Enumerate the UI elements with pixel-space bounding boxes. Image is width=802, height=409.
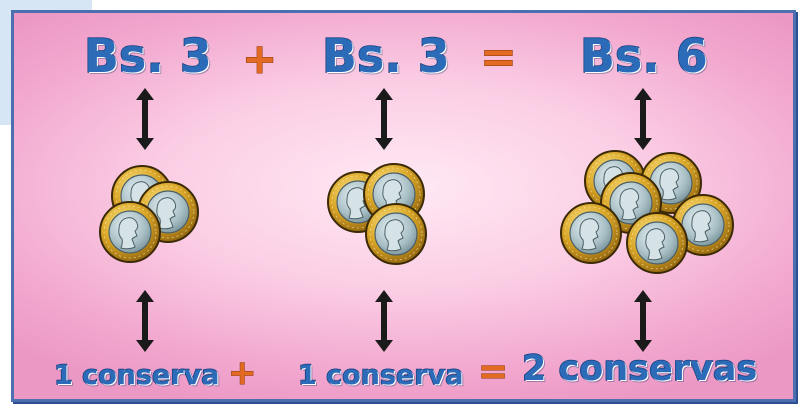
- lower-left-double-arrow: [135, 290, 155, 352]
- coin: [561, 203, 621, 263]
- upper-middle-double-arrow: [374, 88, 394, 150]
- coin: [627, 213, 687, 273]
- coin-group-left: [90, 160, 210, 270]
- bottom-middle-quantity: 1 conserva: [298, 362, 463, 389]
- bottom-equals-sign: =: [478, 354, 508, 390]
- top-equals-sign: =: [480, 36, 517, 80]
- bottom-plus-sign: +: [228, 356, 257, 390]
- bottom-left-quantity: 1 conserva: [54, 362, 219, 389]
- coin-group-right: [553, 145, 743, 285]
- upper-left-double-arrow: [135, 88, 155, 150]
- lower-right-double-arrow: [633, 290, 653, 352]
- coin: [100, 202, 160, 262]
- coin-group-middle: [322, 158, 442, 268]
- top-middle-amount: Bs. 3: [322, 33, 450, 79]
- top-left-amount: Bs. 3: [84, 33, 212, 79]
- top-right-amount: Bs. 6: [580, 33, 708, 79]
- lower-middle-double-arrow: [374, 290, 394, 352]
- coin: [366, 204, 426, 264]
- upper-right-double-arrow: [633, 88, 653, 150]
- top-plus-sign: +: [242, 38, 277, 80]
- bottom-right-quantity: 2 conservas: [522, 352, 757, 387]
